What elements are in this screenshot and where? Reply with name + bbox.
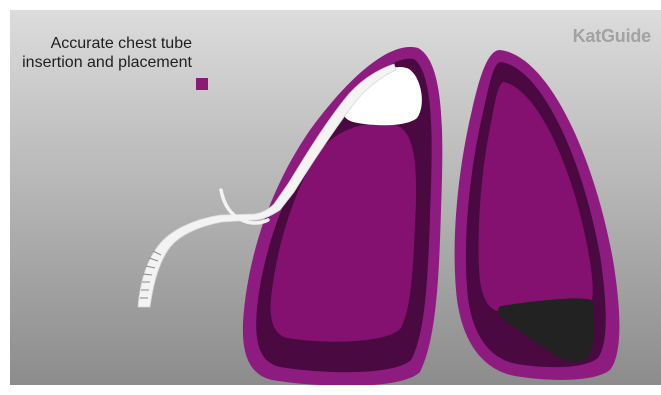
caption-line-2: insertion and placement [10,53,192,72]
illustration-frame: Accurate chest tube insertion and placem… [10,10,661,385]
brand-logo: KatGuide [573,26,651,47]
caption-line-1: Accurate chest tube [10,34,192,53]
caption: Accurate chest tube insertion and placem… [10,34,192,72]
legend-square-icon [196,78,208,90]
